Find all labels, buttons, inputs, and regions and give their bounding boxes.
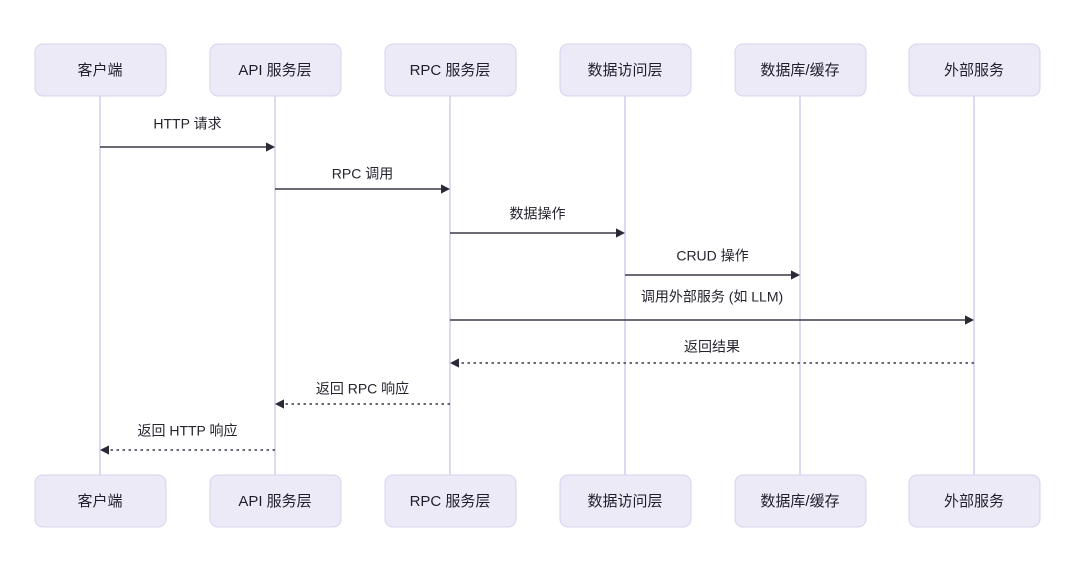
- participant-rpc-top[interactable]: RPC 服务层: [384, 43, 517, 97]
- participant-box: [734, 474, 867, 528]
- message-label: 返回 HTTP 响应: [137, 423, 237, 439]
- participant-label: RPC 服务层: [410, 493, 491, 510]
- participant-external-bottom[interactable]: 外部服务: [908, 474, 1041, 528]
- participant-label: 数据库/缓存: [760, 62, 839, 79]
- arrow-head-icon: [450, 358, 459, 368]
- participant-label: 数据库/缓存: [760, 493, 839, 510]
- participant-label: API 服务层: [238, 493, 311, 510]
- message-http-request[interactable]: HTTP 请求: [100, 116, 275, 152]
- arrow-head-icon: [791, 270, 800, 280]
- participant-box: [559, 474, 692, 528]
- participant-external-top[interactable]: 外部服务: [908, 43, 1041, 97]
- message-label: RPC 调用: [332, 166, 393, 182]
- participant-label: 外部服务: [944, 493, 1004, 510]
- message-rpc-call[interactable]: RPC 调用: [275, 166, 450, 194]
- message-label: 数据操作: [510, 206, 566, 222]
- participant-box: [908, 43, 1041, 97]
- participant-box: [734, 43, 867, 97]
- participant-box: [34, 43, 167, 97]
- message-return-http-response[interactable]: 返回 HTTP 响应: [100, 423, 275, 455]
- participant-box: [34, 474, 167, 528]
- arrow-head-icon: [266, 142, 275, 152]
- participant-db-top[interactable]: 数据库/缓存: [734, 43, 867, 97]
- arrow-head-icon: [100, 445, 109, 455]
- participant-label: 客户端: [77, 62, 122, 79]
- participant-api-top[interactable]: API 服务层: [209, 43, 342, 97]
- participant-box: [908, 474, 1041, 528]
- participant-box: [209, 474, 342, 528]
- participant-label: API 服务层: [238, 62, 311, 79]
- arrow-head-icon: [616, 228, 625, 238]
- participants-top-layer: 客户端 API 服务层 RPC 服务层 数据访问层 数据库/缓存 外部服务: [34, 43, 1041, 97]
- participant-box: [384, 43, 517, 97]
- message-call-external-service[interactable]: 调用外部服务 (如 LLM): [450, 289, 974, 325]
- message-return-result[interactable]: 返回结果: [450, 339, 974, 368]
- participant-client-bottom[interactable]: 客户端: [34, 474, 167, 528]
- participant-rpc-bottom[interactable]: RPC 服务层: [384, 474, 517, 528]
- message-label: HTTP 请求: [153, 116, 221, 132]
- arrow-head-icon: [275, 399, 284, 409]
- arrow-head-icon: [441, 184, 450, 194]
- message-crud-operation[interactable]: CRUD 操作: [625, 248, 800, 280]
- arrow-head-icon: [965, 315, 974, 325]
- message-data-operation[interactable]: 数据操作: [450, 206, 625, 238]
- participant-client-top[interactable]: 客户端: [34, 43, 167, 97]
- message-label: 返回结果: [684, 339, 740, 355]
- participant-dao-top[interactable]: 数据访问层: [559, 43, 692, 97]
- participant-label: 外部服务: [944, 62, 1004, 79]
- participant-label: 客户端: [77, 493, 122, 510]
- participant-box: [209, 43, 342, 97]
- participant-label: 数据访问层: [587, 493, 662, 510]
- participant-db-bottom[interactable]: 数据库/缓存: [734, 474, 867, 528]
- message-label: 调用外部服务 (如 LLM): [641, 289, 783, 305]
- participant-label: 数据访问层: [587, 62, 662, 79]
- participant-box: [384, 474, 517, 528]
- message-return-rpc-response[interactable]: 返回 RPC 响应: [275, 381, 450, 409]
- participant-box: [559, 43, 692, 97]
- participant-dao-bottom[interactable]: 数据访问层: [559, 474, 692, 528]
- message-label: CRUD 操作: [676, 248, 748, 264]
- participant-api-bottom[interactable]: API 服务层: [209, 474, 342, 528]
- lifelines-layer: [99, 96, 975, 475]
- participant-label: RPC 服务层: [410, 62, 491, 79]
- participants-bottom-layer: 客户端 API 服务层 RPC 服务层 数据访问层 数据库/缓存 外部服务: [34, 474, 1041, 528]
- message-label: 返回 RPC 响应: [316, 381, 409, 397]
